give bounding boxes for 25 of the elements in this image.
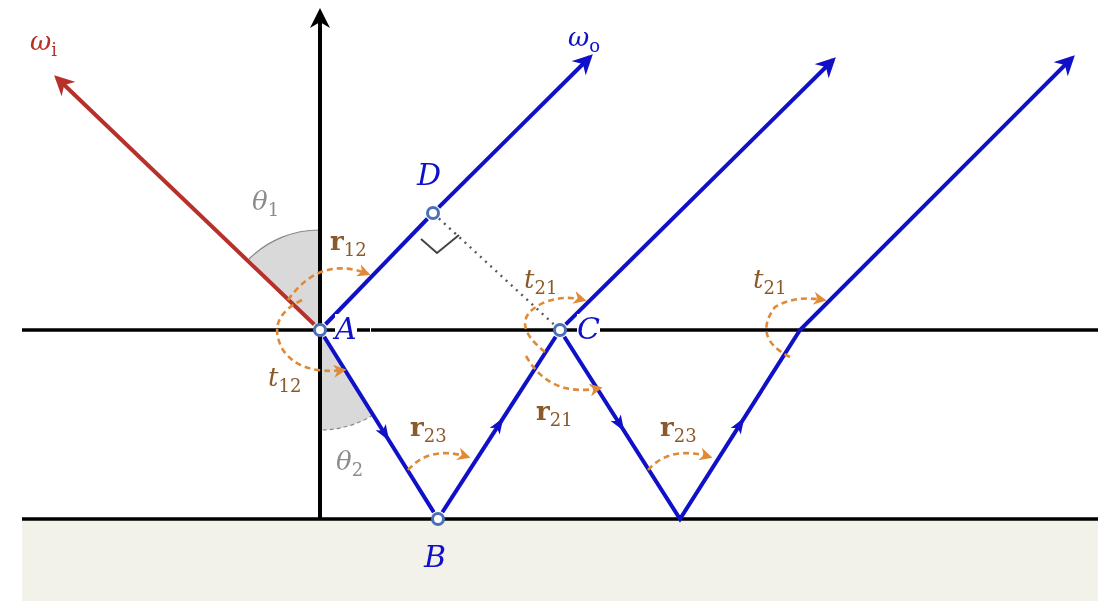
light-ray <box>324 217 429 326</box>
point-label: B <box>424 542 447 572</box>
light-ray <box>322 335 436 514</box>
angle-label: θ$_{1}$ <box>252 188 280 220</box>
coefficient-label: t$_{21}$ <box>753 266 787 298</box>
dotted-line <box>438 217 555 326</box>
coefficient-label: r$_{23}$ <box>660 414 697 446</box>
angle-label: θ$_{2}$ <box>336 448 364 480</box>
point-marker <box>313 323 327 337</box>
coefficient-label: r$_{23}$ <box>410 414 447 446</box>
coefficient-label: t$_{21}$ <box>524 266 558 298</box>
coefficient-label: r$_{12}$ <box>330 228 367 260</box>
point-marker <box>431 512 445 526</box>
direction-label: ω$_{o}$ <box>568 24 601 56</box>
point-label: D <box>417 160 442 190</box>
light-ray <box>54 75 316 326</box>
light-ray <box>437 54 593 209</box>
coefficient-label: t$_{12}$ <box>268 364 302 396</box>
point-marker <box>426 206 440 220</box>
light-ray <box>562 55 1075 523</box>
point-marker <box>553 323 567 337</box>
coefficient-label: r$_{21}$ <box>536 398 573 430</box>
direction-label: ω$_{i}$ <box>30 28 57 60</box>
light-ray <box>564 57 836 326</box>
light-ray <box>440 335 558 514</box>
